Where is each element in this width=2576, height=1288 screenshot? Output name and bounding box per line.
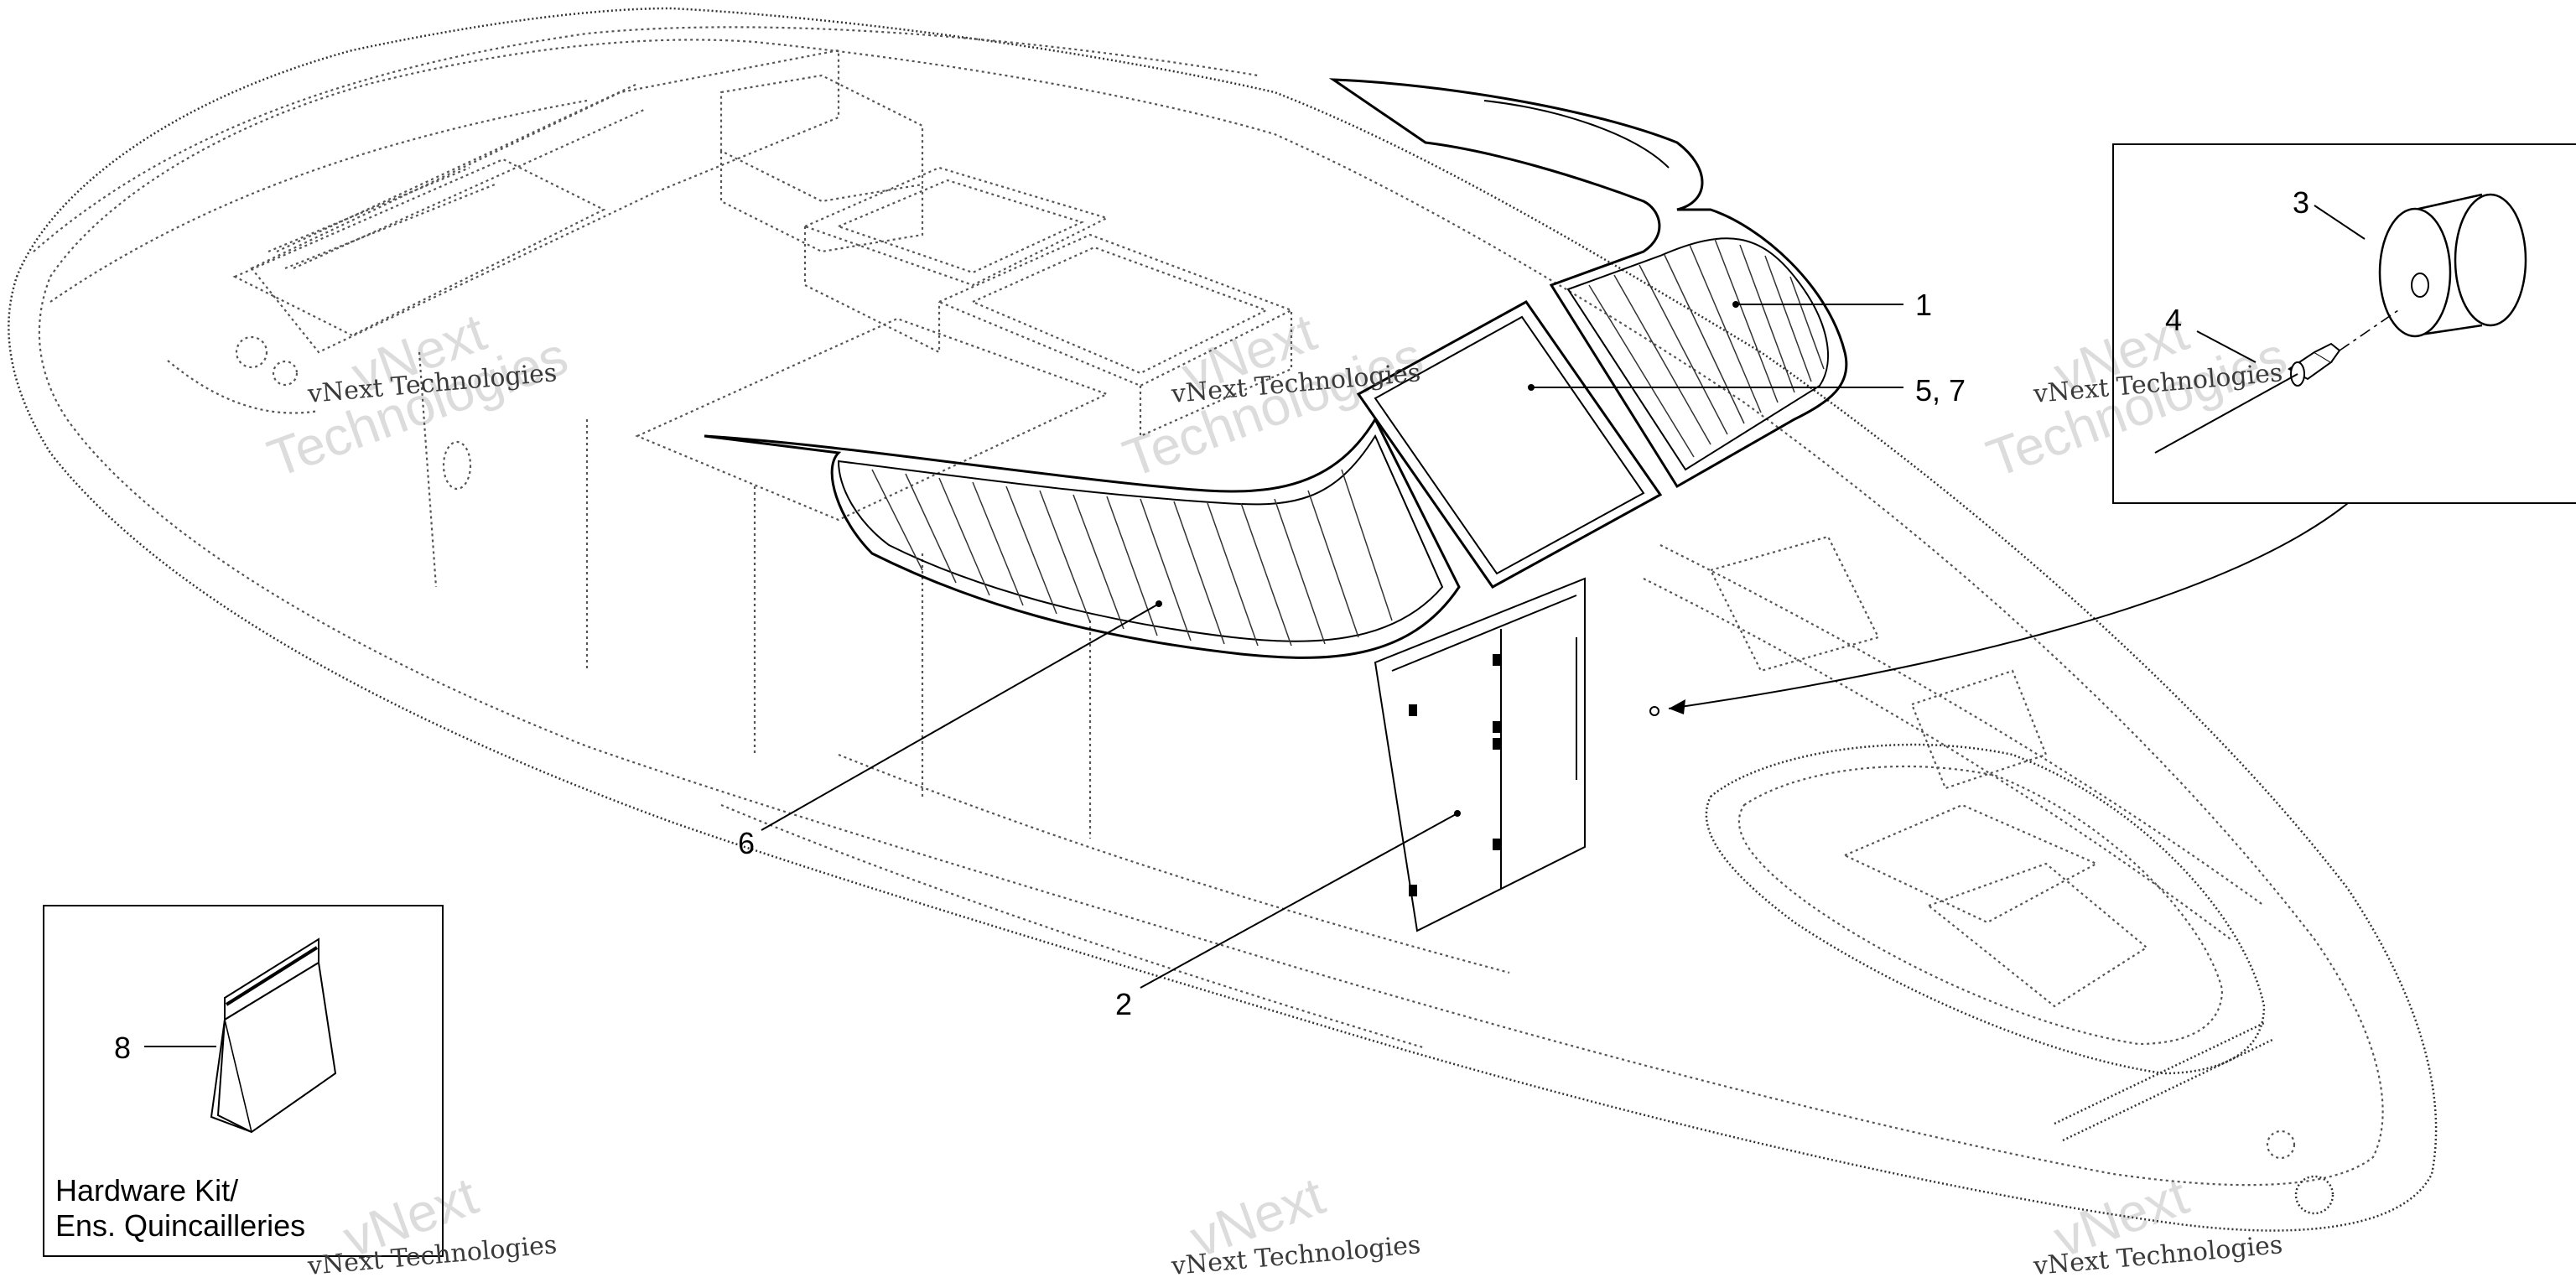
callout-4: 4 <box>2165 303 2182 337</box>
rivet-part-4-icon <box>2154 309 2399 454</box>
hardware-kit-subtitle: Ens. Quincailleries <box>55 1208 305 1243</box>
boat-hull <box>8 7 2438 1232</box>
bumper-part-3-icon <box>2378 193 2527 338</box>
windshield-right-part-1 <box>1328 78 1848 489</box>
callout-6: 6 <box>738 826 755 860</box>
inset-connector-arrow-icon <box>1669 699 1685 714</box>
callout-1: 1 <box>1915 288 1932 322</box>
fastener-location-icon <box>1649 706 1659 716</box>
hardware-kit-box: Hardware Kit/ Ens. Quincailleries <box>43 905 444 1257</box>
watermark-small-texts: vNext Technologies vNext Technologies vN… <box>306 358 2284 1281</box>
leader-2 <box>1140 813 1458 989</box>
leader-lines <box>761 301 1903 989</box>
detail-inset <box>2112 143 2576 504</box>
watermarks: vNext Technologies vNext Technologies vN… <box>260 301 2294 1269</box>
hardware-kit-title: Hardware Kit/ <box>55 1173 238 1208</box>
leader-6 <box>761 603 1160 831</box>
inset-connector <box>1668 502 2349 709</box>
door-panel-part-2 <box>1374 577 1586 932</box>
callout-3: 3 <box>2293 185 2309 220</box>
windshield-left-part-6 <box>704 416 1461 659</box>
callout-labels: 1 5, 7 3 4 6 2 8 <box>114 185 2309 1065</box>
callout-2: 2 <box>1115 987 1132 1021</box>
windshield-center-part-5-7 <box>1356 300 1663 589</box>
callout-8: 8 <box>114 1031 131 1065</box>
callout-5-7: 5, 7 <box>1915 373 1966 408</box>
hardware-bag-part-8-icon <box>210 937 337 1134</box>
